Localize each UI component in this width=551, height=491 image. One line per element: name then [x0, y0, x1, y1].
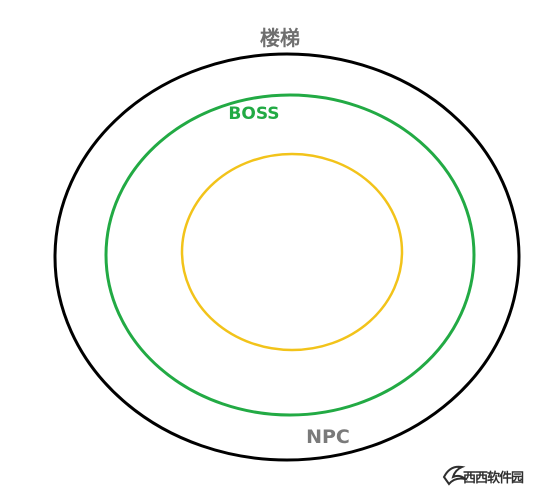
stairs-label: 楼梯: [260, 26, 300, 50]
watermark-text: 西西软件园: [463, 470, 524, 486]
inner-zone-ring: [180, 152, 404, 352]
boss-zone-ring: [104, 93, 476, 417]
boss-label: BOSS: [228, 104, 279, 124]
outer-zone-ring: [53, 52, 521, 462]
site-watermark: 西西软件园: [442, 465, 525, 486]
watermark-logo-icon: [442, 465, 469, 486]
npc-label: NPC: [306, 426, 350, 448]
